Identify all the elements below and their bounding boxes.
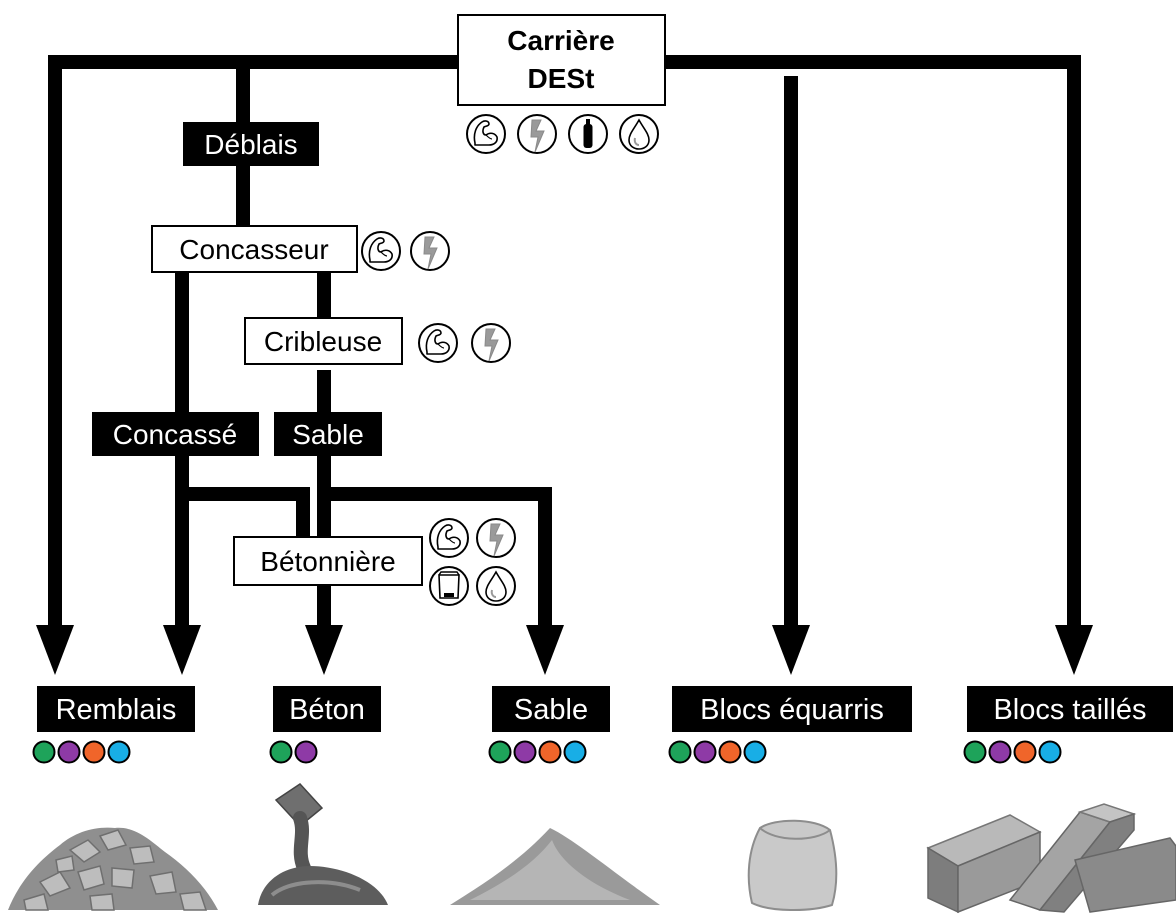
source-box: [457, 14, 666, 106]
product-label: Remblais: [56, 694, 177, 726]
product-label: Blocs équarris: [700, 694, 884, 726]
status-dot: [82, 740, 106, 764]
status-dot: [693, 740, 717, 764]
energy-icon: [471, 323, 511, 363]
source-title-line1: Carrière: [507, 25, 614, 56]
arrow-concasse: [163, 625, 201, 675]
line-sable-int: [317, 370, 331, 413]
line-to-beton: [317, 585, 331, 635]
status-dot: [538, 740, 562, 764]
label-concasse: Concassé: [92, 412, 259, 456]
status-dot: [269, 740, 293, 764]
machine-concasseur: Concasseur: [151, 225, 450, 273]
line-to-blocs-equarris: [784, 76, 798, 636]
status-dots: [963, 740, 1062, 764]
sable-intermediate-text: Sable: [292, 419, 364, 450]
status-dot: [1013, 740, 1037, 764]
gas-cylinder-icon: [568, 114, 608, 154]
status-dot: [294, 740, 318, 764]
strength-icon: [361, 231, 401, 271]
arrow-blocs-equarris: [772, 625, 810, 675]
label-deblais: Déblais: [183, 122, 319, 166]
line-concasse-to-remblais: [175, 456, 189, 636]
status-dots: [269, 740, 318, 764]
status-dots: [668, 740, 767, 764]
status-dots: [488, 740, 587, 764]
status-dot: [488, 740, 512, 764]
concasse-text: Concassé: [113, 419, 238, 450]
status-dot: [668, 740, 692, 764]
status-dot: [743, 740, 767, 764]
line-to-blocs-tailles: [1067, 55, 1081, 635]
water-icon: [619, 114, 659, 154]
deblais-text: Déblais: [204, 129, 297, 160]
product-remblais: Remblais: [32, 686, 195, 764]
sand-pile-icon: [450, 828, 660, 905]
status-dot: [32, 740, 56, 764]
energy-icon: [410, 231, 450, 271]
branch-concasse-to-betonniere: [175, 487, 310, 501]
machine-cribleuse: Cribleuse: [244, 317, 511, 365]
pouring-concrete-icon: [258, 783, 388, 905]
arrow-beton: [305, 625, 343, 675]
status-dot: [563, 740, 587, 764]
strength-icon: [429, 518, 469, 558]
flow-lines: [36, 55, 1093, 675]
line-concasse: [175, 273, 189, 413]
status-dot: [513, 740, 537, 764]
concasseur-text: Concasseur: [179, 234, 328, 265]
branch-sable: [317, 487, 552, 501]
energy-icon: [517, 114, 557, 154]
product-label: Blocs taillés: [993, 694, 1146, 726]
arrow-blocs-tailles: [1055, 625, 1093, 675]
betonniere-text: Bétonnière: [260, 546, 395, 577]
product-beton: Béton: [269, 686, 381, 764]
status-dot: [1038, 740, 1062, 764]
energy-icon: [476, 518, 516, 558]
strength-icon: [418, 323, 458, 363]
product-blocs-equarris: Blocs équarris: [668, 686, 912, 764]
strength-icon: [466, 114, 506, 154]
cut-bricks-icon: [926, 803, 1176, 914]
product-sable: Sable: [488, 686, 610, 764]
product-blocs-tailles: Blocs taillés: [963, 686, 1173, 764]
line-to-sable-product: [538, 487, 552, 637]
arrow-remblais: [36, 625, 74, 675]
label-sable-intermediate: Sable: [274, 412, 382, 456]
line-to-remblais: [48, 55, 62, 635]
status-dot: [988, 740, 1012, 764]
source-title-line2: DESt: [528, 63, 595, 94]
product-label: Béton: [289, 694, 365, 726]
line-to-cribleuse: [317, 273, 331, 318]
machine-betonniere: Bétonnière: [233, 518, 516, 606]
cribleuse-text: Cribleuse: [264, 326, 382, 357]
cement-bag-icon: [429, 566, 469, 606]
status-dot: [718, 740, 742, 764]
status-dots: [32, 740, 131, 764]
status-dot: [57, 740, 81, 764]
status-dot: [963, 740, 987, 764]
source-node: Carrière DESt: [457, 14, 666, 154]
water-icon: [476, 566, 516, 606]
drop-concasse-to-betonniere: [296, 487, 310, 537]
rubble-pile-icon: [8, 827, 218, 911]
rough-block-icon: [747, 819, 838, 911]
product-label: Sable: [514, 694, 588, 726]
status-dot: [107, 740, 131, 764]
arrow-sable: [526, 625, 564, 675]
